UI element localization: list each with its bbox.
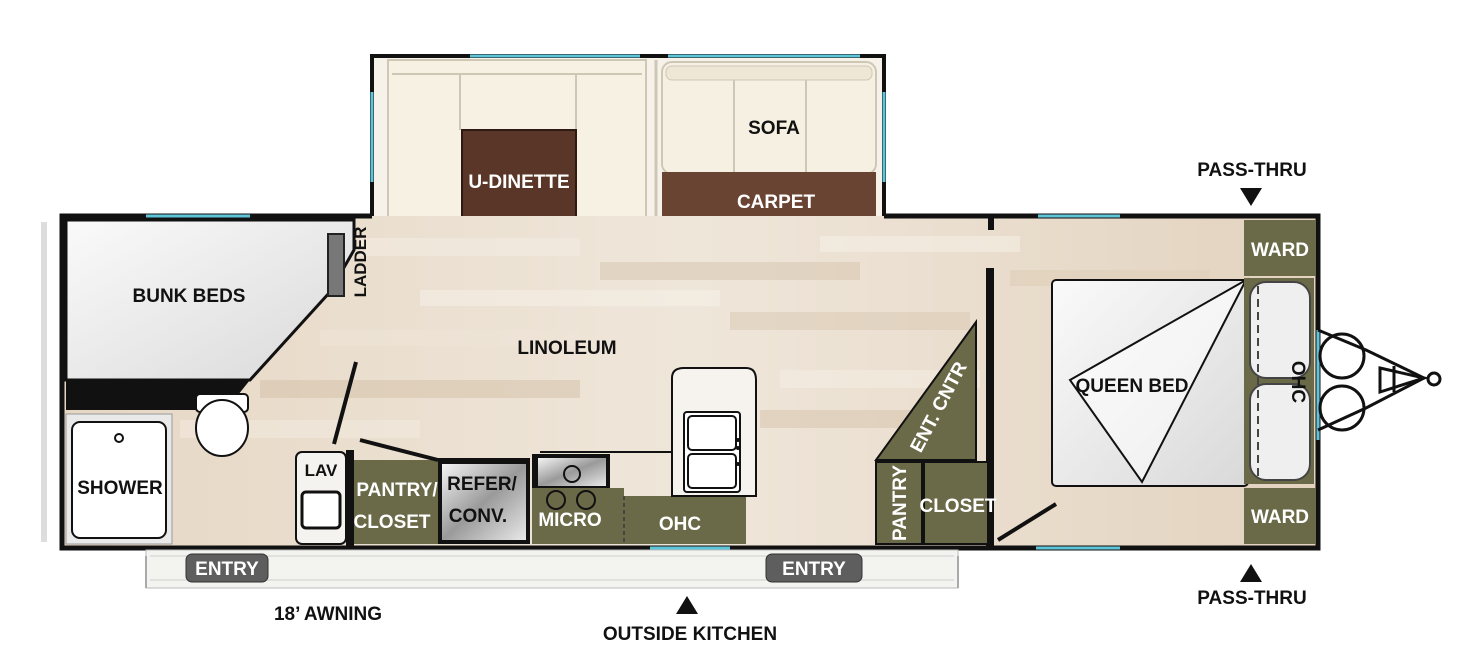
pass-thru-bottom-label: PASS-THRU <box>1197 588 1306 609</box>
bedroom-door <box>996 502 1058 542</box>
hitch-coupler-icon <box>1426 371 1442 387</box>
closet-label: CLOSET <box>919 496 996 517</box>
u-dinette-label: U-DINETTE <box>468 172 569 193</box>
propane-tank-icon <box>1318 384 1366 432</box>
queen-bed: QUEEN BED <box>1051 277 1249 487</box>
linoleum-label: LINOLEUM <box>517 338 616 359</box>
micro-label: MICRO <box>538 510 601 531</box>
refrigerator: REFER/ CONV. <box>438 458 530 544</box>
pass-thru-top-label: PASS-THRU <box>1197 160 1306 181</box>
sofa-label: SOFA <box>748 118 800 139</box>
refer-label-1: REFER/ <box>447 474 517 495</box>
ward-top-label: WARD <box>1251 240 1309 261</box>
toilet <box>195 393 249 457</box>
entry-left: ENTRY <box>185 553 269 583</box>
bath-door <box>332 361 358 445</box>
shower-label: SHOWER <box>77 478 163 499</box>
lav: LAV <box>295 451 347 545</box>
arrow-down-icon <box>1240 188 1262 206</box>
pantry-label: PANTRY <box>890 465 911 541</box>
entertainment-center: ENT. CNTR <box>874 318 977 461</box>
outside-kitchen: OUTSIDE KITCHEN <box>603 596 777 645</box>
outside-kitchen-label: OUTSIDE KITCHEN <box>603 624 777 645</box>
sofa: SOFA <box>661 61 877 175</box>
arrow-up-icon <box>1240 564 1262 582</box>
kitchen-ohc: OHC <box>623 496 746 544</box>
refer-label-2: CONV. <box>449 506 507 527</box>
stove <box>532 454 610 488</box>
microwave: MICRO <box>532 488 624 544</box>
awning-label: 18’ AWNING <box>274 604 382 625</box>
queen-bed-label: QUEEN BED <box>1076 376 1189 397</box>
pantry-closet: PANTRY/ CLOSET <box>353 460 438 544</box>
front-ohc-label: OHC <box>1287 361 1308 404</box>
pass-thru-bottom: PASS-THRU <box>1197 564 1307 609</box>
front-ohc: OHC <box>1244 278 1314 484</box>
pantry: PANTRY <box>875 461 923 545</box>
closet: CLOSET <box>919 461 997 545</box>
hitch <box>1317 328 1442 432</box>
ladder: LADDER <box>327 227 370 298</box>
pantry-closet-label-1: PANTRY/ <box>356 480 438 501</box>
shower: SHOWER <box>65 413 173 545</box>
pantry-closet-label-2: CLOSET <box>353 512 430 533</box>
bunk-beds-label: BUNK BEDS <box>133 286 246 307</box>
ladder-label: LADDER <box>351 227 370 298</box>
pass-thru-top: PASS-THRU <box>1197 160 1307 206</box>
entry-left-label: ENTRY <box>195 559 259 580</box>
arrow-up-icon <box>676 596 698 614</box>
carpet-label: CARPET <box>737 192 816 213</box>
kitchen-counter <box>540 367 757 497</box>
entry-right-label: ENTRY <box>782 559 846 580</box>
u-dinette-table: U-DINETTE <box>461 129 577 239</box>
ward-bottom-label: WARD <box>1251 507 1309 528</box>
entry-right: ENTRY <box>765 553 863 583</box>
lav-label: LAV <box>305 461 338 480</box>
wardrobe-top: WARD <box>1244 220 1316 276</box>
kitchen-ohc-label: OHC <box>659 514 702 535</box>
wardrobe-bottom: WARD <box>1244 488 1316 544</box>
